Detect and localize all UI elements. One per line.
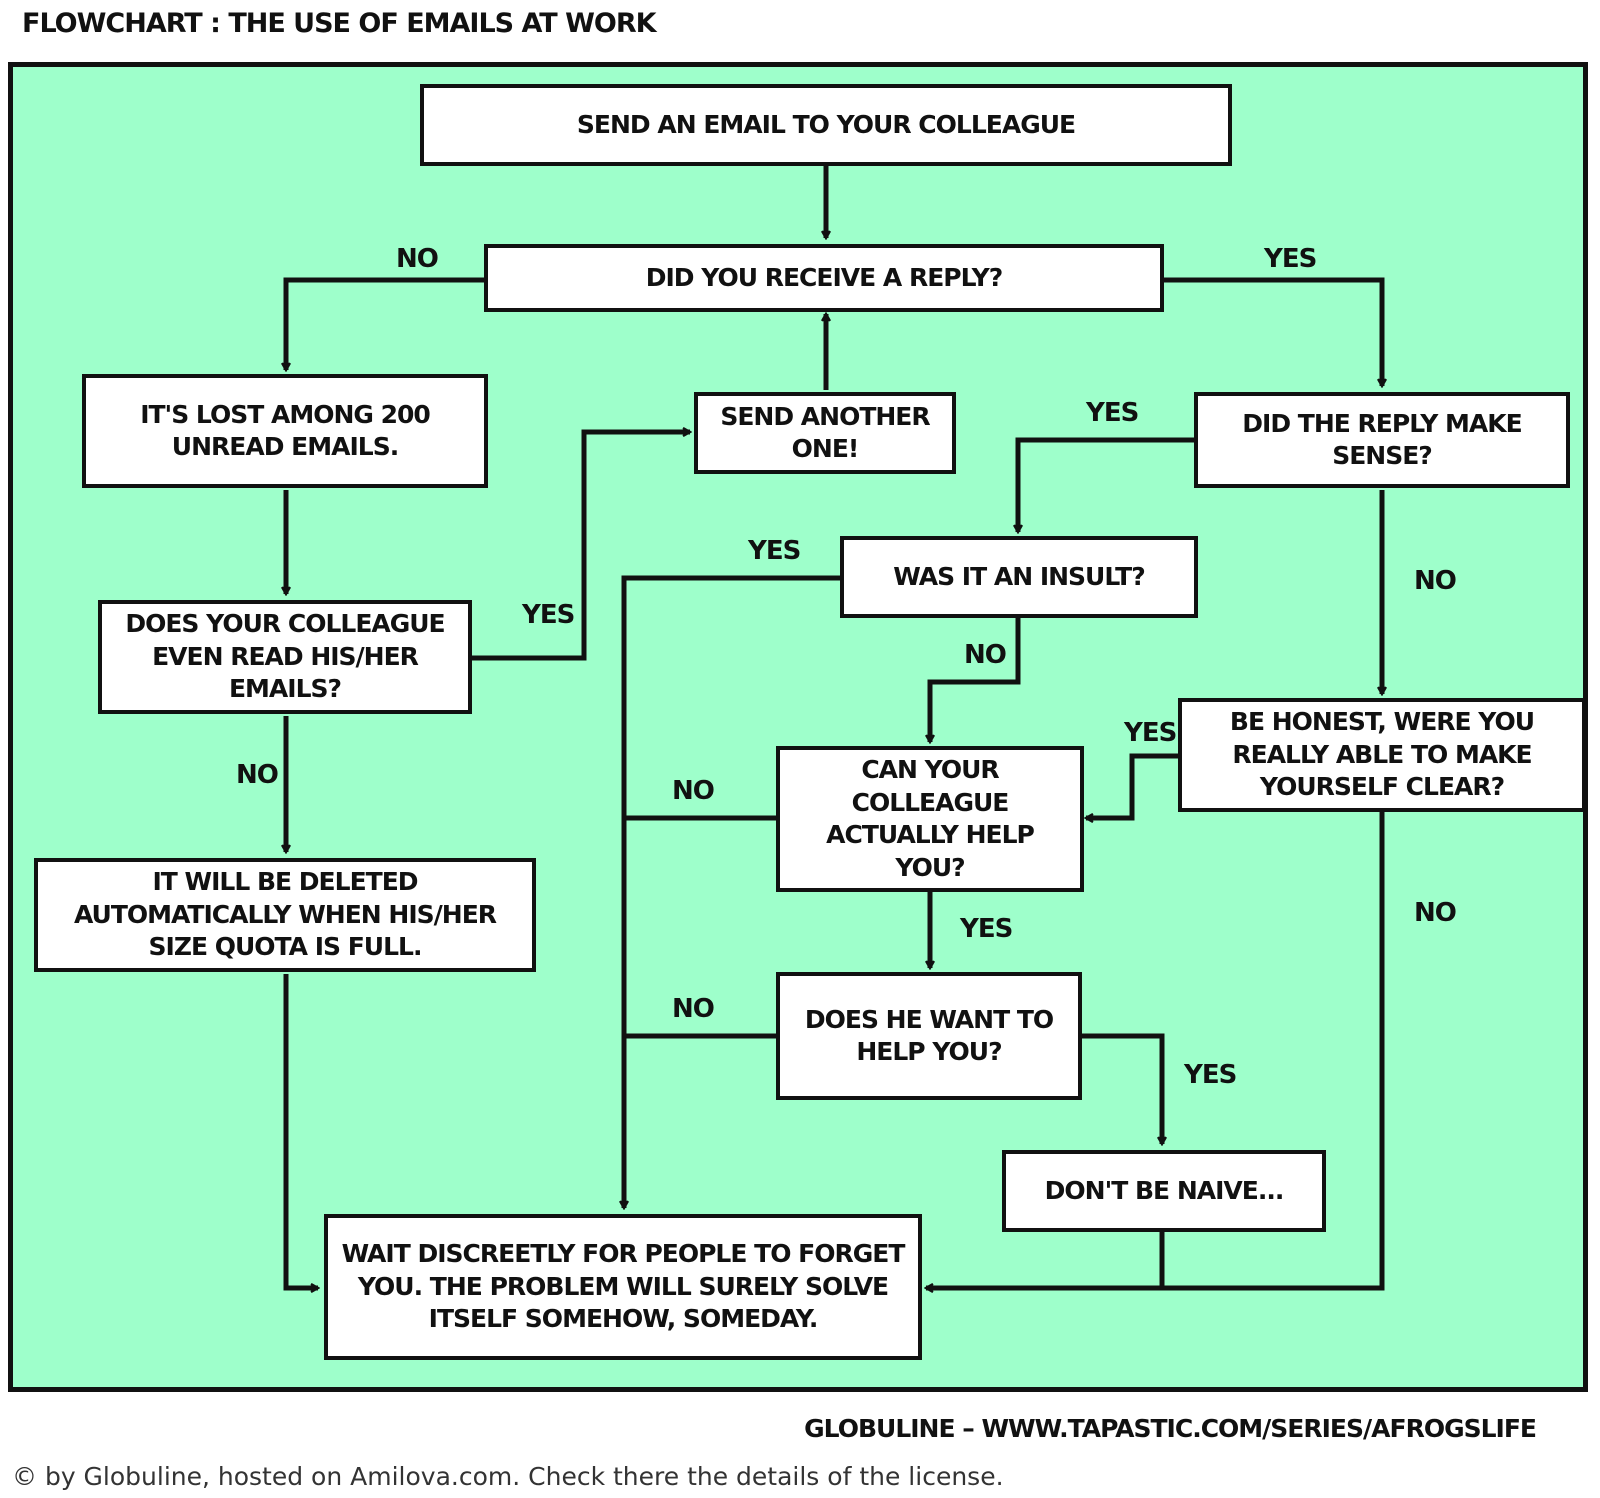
label-insult-no: NO [964, 640, 1007, 670]
label-reply-no: NO [396, 244, 439, 274]
edge-wanthelp-naive [1082, 1033, 1162, 1144]
node-lost-among-unread: IT'S LOST AMONG 200 UNREAD EMAILS. [82, 374, 488, 488]
node-can-colleague-help: CAN YOUR COLLEAGUE ACTUALLY HELP YOU? [776, 746, 1084, 892]
label-reply-yes: YES [1264, 244, 1317, 274]
node-colleague-read-emails: DOES YOUR COLLEAGUE EVEN READ HIS/HER EM… [98, 600, 472, 714]
label-sense-no: NO [1414, 566, 1457, 596]
license-notice: © by Globuline, hosted on Amilova.com. C… [12, 1462, 1004, 1491]
node-send-email: SEND AN EMAIL TO YOUR COLLEAGUE [420, 84, 1232, 166]
edge-naive-wait [926, 1232, 1165, 1288]
node-dont-be-naive: DON'T BE NAIVE... [1002, 1150, 1326, 1232]
node-deleted-automatically: IT WILL BE DELETED AUTOMATICALLY WHEN HI… [34, 858, 536, 972]
node-was-it-insult: WAS IT AN INSULT? [840, 536, 1198, 618]
node-did-reply-make-sense: DID THE REPLY MAKE SENSE? [1194, 392, 1570, 488]
node-wait-discreetly: WAIT DISCREETLY FOR PEOPLE TO FORGET YOU… [324, 1214, 922, 1360]
edge-honest-canhelp [1086, 753, 1178, 818]
label-honest-yes: YES [1124, 718, 1177, 748]
edge-deleted-wait [283, 974, 318, 1288]
label-read-no: NO [236, 760, 279, 790]
edge-honest-wait [1162, 812, 1385, 1291]
node-be-honest: BE HONEST, WERE YOU REALLY ABLE TO MAKE … [1178, 698, 1586, 812]
label-read-yes: YES [522, 600, 575, 630]
label-canhelp-no: NO [672, 776, 715, 806]
edge-insult-canhelp [930, 618, 1021, 742]
label-sense-yes: YES [1086, 398, 1139, 428]
diagram-title: FLOWCHART : THE USE OF EMAILS AT WORK [22, 8, 657, 39]
node-send-another-one: SEND ANOTHER ONE! [694, 392, 956, 474]
edge-insult-wait [624, 575, 840, 1208]
label-insult-yes: YES [748, 536, 801, 566]
edge-read-another [472, 432, 690, 661]
node-does-he-want-help: DOES HE WANT TO HELP YOU? [776, 972, 1082, 1100]
edge-reply-lost [286, 277, 484, 370]
author-credit: GLOBULINE – WWW.TAPASTIC.COM/SERIES/AFRO… [804, 1414, 1537, 1443]
label-honest-no: NO [1414, 898, 1457, 928]
label-wanthelp-yes: YES [1184, 1060, 1237, 1090]
edge-sense-insult [1018, 437, 1194, 532]
label-wanthelp-no: NO [672, 994, 715, 1024]
label-canhelp-yes: YES [960, 914, 1013, 944]
edge-reply-sense [1164, 277, 1382, 386]
node-did-you-receive-reply: DID YOU RECEIVE A REPLY? [484, 244, 1164, 312]
